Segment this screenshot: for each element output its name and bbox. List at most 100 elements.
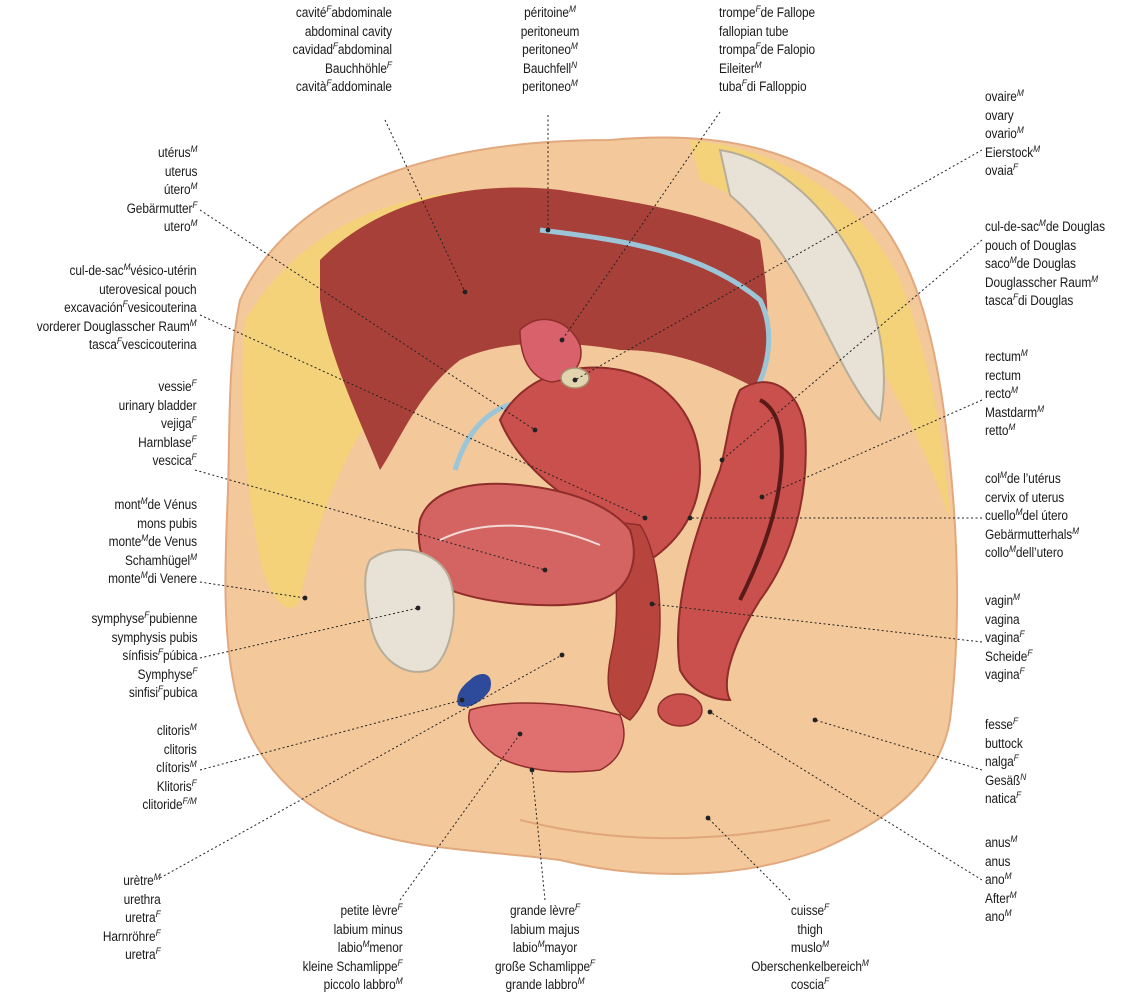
- term-suffix: de Douglas: [1017, 256, 1076, 271]
- label-anus: anusManusanoMAfterManoM: [985, 834, 1017, 927]
- term-suffix: vesicouterina: [128, 300, 197, 315]
- leader-uterus: [200, 210, 535, 430]
- gender-marker: M: [1037, 404, 1044, 415]
- leader-thigh: [708, 818, 790, 900]
- term-word: thigh: [797, 922, 822, 937]
- leader-bladder: [195, 470, 545, 570]
- term-line: anoM: [985, 908, 1017, 927]
- term-word: ovaire: [985, 89, 1017, 104]
- term-word: kleine Schamlippe: [303, 959, 398, 974]
- term-word: ovary: [985, 108, 1014, 123]
- term-line: abdominal cavity: [293, 23, 392, 42]
- term-word: labium majus: [511, 922, 580, 937]
- gender-marker: F: [144, 610, 149, 621]
- leader-labium-minus: [400, 734, 520, 900]
- term-word: labium minus: [334, 922, 403, 937]
- label-labium-majus: grande lèvreFlabium majuslabioMmayorgroß…: [470, 902, 620, 995]
- term-line: cervix of uterus: [985, 489, 1079, 508]
- term-line: MastdarmM: [985, 404, 1044, 423]
- term-word: grande lèvre: [510, 903, 575, 918]
- term-line: piccolo labbroM: [303, 976, 403, 995]
- term-word: vessie: [159, 379, 192, 394]
- label-urethra: urètreMurethrauretraFHarnröhreFuretraF: [103, 872, 161, 965]
- leader-uterovesical-pouch: [200, 315, 645, 518]
- term-line: GebärmutterhalsM: [985, 526, 1079, 545]
- gender-marker: F: [192, 452, 197, 463]
- term-word: peritoneo: [522, 79, 571, 94]
- leader-dot: [463, 290, 468, 295]
- term-line: monteMde Venus: [108, 533, 197, 552]
- term-word: anus: [985, 835, 1010, 850]
- term-line: rectum: [985, 367, 1044, 386]
- term-line: nalgaF: [985, 753, 1026, 772]
- term-word: cavidad: [293, 42, 333, 57]
- term-line: rettoM: [985, 422, 1044, 441]
- term-word: cul-de-sac: [985, 219, 1039, 234]
- term-line: úteroM: [126, 181, 197, 200]
- term-line: uretraF: [103, 909, 161, 928]
- gender-marker: F: [1014, 753, 1019, 764]
- term-word: vagina: [985, 630, 1019, 645]
- gender-marker: F: [398, 958, 403, 969]
- term-word: After: [985, 891, 1010, 906]
- term-line: labium majus: [470, 921, 620, 940]
- leader-dot: [543, 568, 548, 573]
- term-word: pouch of Douglas: [985, 238, 1076, 253]
- term-line: vescicaF: [119, 452, 197, 471]
- gender-marker: F: [1019, 629, 1024, 640]
- term-line: vaginaF: [985, 629, 1032, 648]
- term-word: große Schamlippe: [495, 959, 590, 974]
- term-word: tasca: [985, 293, 1013, 308]
- term-line: BauchfellN: [497, 60, 603, 79]
- term-word: excavación: [65, 300, 124, 315]
- gender-marker: M: [1005, 908, 1012, 919]
- term-word: utero: [163, 219, 190, 234]
- gender-marker: M: [190, 181, 197, 192]
- term-word: Symphyse: [137, 667, 192, 682]
- term-line: clítorisM: [143, 759, 197, 778]
- term-word: Gebärmutter: [126, 201, 192, 216]
- term-line: EileiterM: [719, 60, 815, 79]
- term-word: cervix of uterus: [985, 490, 1064, 505]
- gender-marker: M: [1013, 592, 1020, 603]
- term-word: symphyse: [91, 611, 144, 626]
- leader-dot: [760, 495, 765, 500]
- term-line: tascaFvescicouterina: [37, 336, 197, 355]
- gender-marker: M: [1008, 422, 1015, 433]
- term-word: uterovesical pouch: [100, 282, 197, 297]
- term-word: grande labbro: [505, 977, 577, 992]
- term-line: petite lèvreF: [303, 902, 403, 921]
- term-line: symphyseFpubienne: [91, 610, 197, 629]
- gender-marker: F: [824, 976, 829, 987]
- term-word: Eileiter: [719, 61, 755, 76]
- term-word: retto: [985, 423, 1008, 438]
- term-suffix: mayor: [544, 940, 577, 955]
- term-line: GebärmutterF: [126, 200, 197, 219]
- gender-marker: M: [141, 533, 148, 544]
- term-word: sinfisi: [128, 685, 157, 700]
- term-line: uretraF: [103, 946, 161, 965]
- term-line: cuelloMdel útero: [985, 507, 1079, 526]
- leader-clitoris: [200, 700, 462, 770]
- term-word: symphysis pubis: [111, 630, 197, 645]
- term-word: trompa: [719, 42, 755, 57]
- term-line: BauchhöhleF: [293, 60, 392, 79]
- term-suffix: de Venus: [148, 534, 197, 549]
- gender-marker: M: [571, 78, 578, 89]
- term-line: anoM: [985, 871, 1017, 890]
- term-suffix: de Fallope: [760, 5, 815, 20]
- term-word: vescica: [153, 453, 192, 468]
- gender-marker: M: [862, 958, 869, 969]
- term-line: GesäßN: [985, 772, 1026, 791]
- gender-marker: M: [396, 976, 403, 987]
- leader-buttock: [815, 720, 982, 770]
- term-word: ovario: [985, 126, 1017, 141]
- term-line: uterovesical pouch: [37, 281, 197, 300]
- term-line: kleine SchamlippeF: [303, 958, 403, 977]
- gender-marker: N: [571, 60, 577, 71]
- gender-marker: M: [190, 552, 197, 563]
- term-word: sínfisis: [122, 648, 158, 663]
